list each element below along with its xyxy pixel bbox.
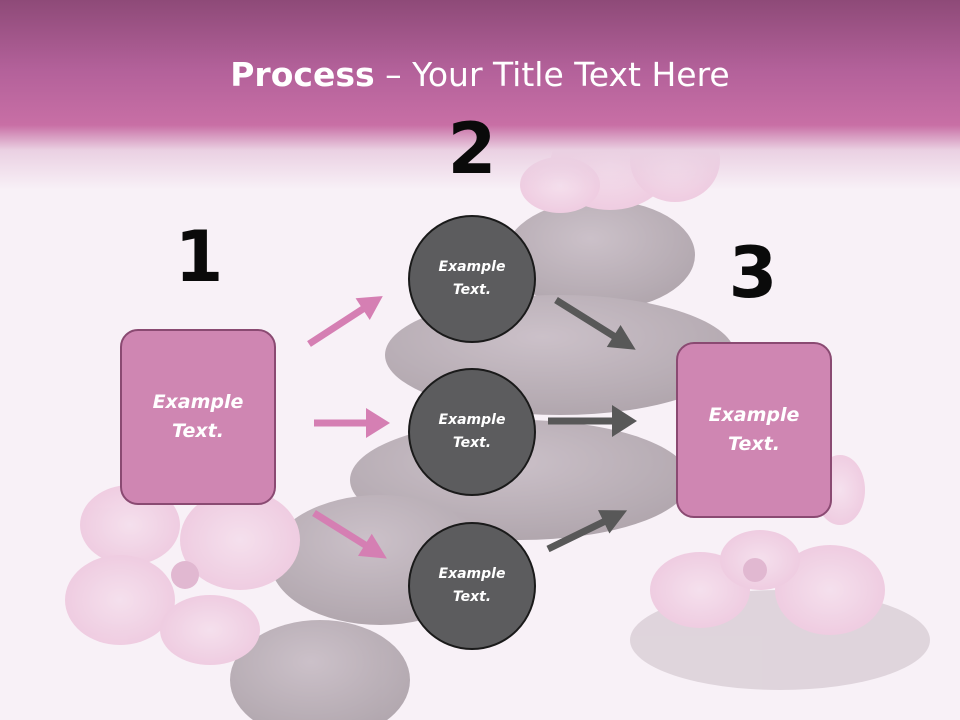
title-bar: [0, 0, 960, 190]
right-step-box-text: Example Text.: [708, 404, 800, 455]
left-step-box: Example Text.: [120, 329, 276, 505]
slide-title: Process – Your Title Text Here: [0, 55, 960, 95]
arrow-to-middle-circle: [314, 408, 390, 438]
arrow-from-bottom-circle: [546, 510, 628, 553]
step-number-2: 2: [447, 108, 497, 190]
circle-middle-text: Example Text.: [438, 412, 506, 451]
arrow-to-bottom-circle: [312, 510, 387, 559]
left-step-box-text: Example Text.: [152, 391, 244, 442]
circle-bottom-text: Example Text.: [438, 566, 506, 605]
arrow-to-top-circle: [307, 296, 383, 347]
circle-top-text: Example Text.: [438, 259, 506, 298]
title-bold: Process: [230, 55, 375, 94]
circle-middle: Example Text.: [408, 368, 536, 496]
step-number-1: 1: [174, 216, 224, 298]
step-number-3: 3: [728, 232, 778, 314]
arrow-from-middle-circle: [548, 405, 637, 437]
arrow-from-top-circle: [554, 297, 636, 350]
title-rest: – Your Title Text Here: [374, 55, 730, 94]
right-step-box: Example Text.: [676, 342, 832, 518]
circle-bottom: Example Text.: [408, 522, 536, 650]
circle-top: Example Text.: [408, 215, 536, 343]
